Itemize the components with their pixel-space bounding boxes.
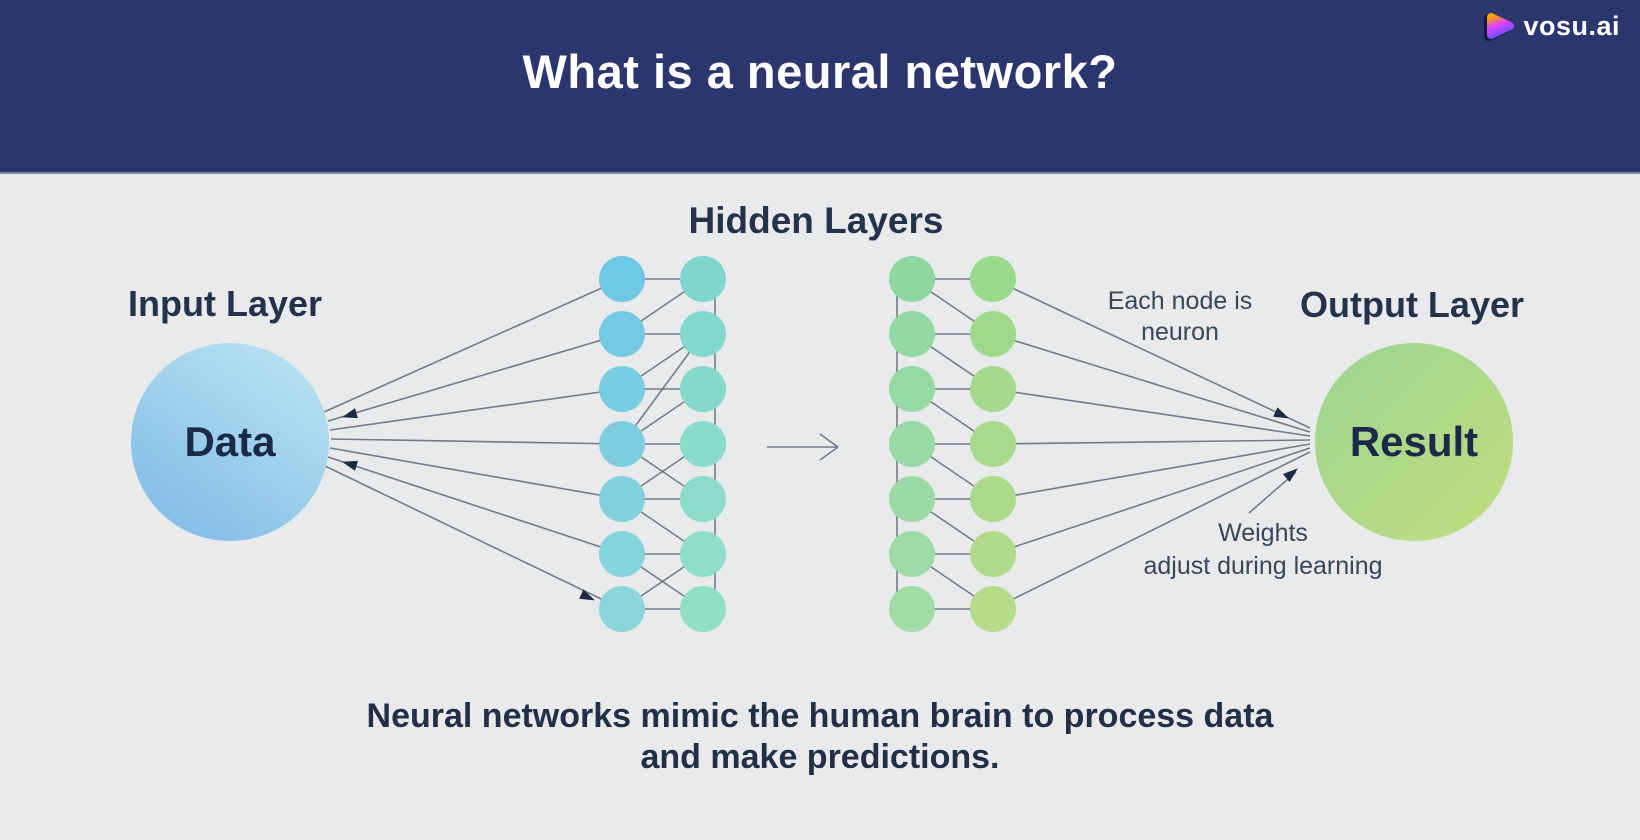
edge-line [819,446,839,461]
edge-line [324,465,623,610]
caption-line2: and make predictions. [640,738,1000,776]
arrowhead-icon [342,460,358,471]
edge-line [327,456,623,555]
hidden-node [889,586,935,632]
hidden-node [970,586,1016,632]
hidden-node [970,366,1016,412]
input-layer-label: Input Layer [127,283,323,324]
edge-line [329,447,623,500]
hidden-node [970,421,1016,467]
edge-line [992,333,1311,433]
edge-line [992,443,1311,500]
brand-logo: vosu.ai [1483,10,1620,42]
annotation-each-node-line2: neuron [1141,318,1219,346]
output-layer-label: Output Layer [1299,284,1524,325]
hidden-node [680,476,726,522]
hidden-node [970,311,1016,357]
caption-line1: Neural networks mimic the human brain to… [366,697,1274,735]
annotation-each-node: Each node is neuron [1040,286,1320,348]
hidden-node [680,256,726,302]
input-node-label: Data [184,418,276,465]
hidden-node [599,476,645,522]
hidden-node [680,586,726,632]
hidden-node [599,256,645,302]
edge-line [330,438,623,445]
edge-line [992,447,1311,555]
hidden-node [889,531,935,577]
hidden-node [599,586,645,632]
hidden-node [970,476,1016,522]
hidden-node [599,366,645,412]
hidden-node [889,256,935,302]
hidden-node [680,421,726,467]
hidden-node [680,311,726,357]
output-node-circle: Result [1315,343,1513,541]
arrowhead-icon [342,408,358,419]
hidden-node [599,421,645,467]
hidden-node [889,476,935,522]
edge-line [992,439,1311,445]
annotation-weights: Weights adjust during learning [1103,517,1423,583]
caption: Neural networks mimic the human brain to… [0,696,1640,778]
edge-line [992,278,1311,429]
page-title: What is a neural network? [522,45,1118,98]
header-bar: What is a neural network? vosu.ai [0,0,1640,174]
edge-line [323,278,623,413]
arrowhead-icon [1282,468,1298,482]
input-node-circle: Data [131,343,329,541]
hidden-node [970,531,1016,577]
arrowhead-icon [579,589,595,601]
hidden-node [889,311,935,357]
hidden-node [970,256,1016,302]
annotation-each-node-line1: Each node is [1107,287,1253,315]
hidden-node [889,366,935,412]
hidden-node [680,531,726,577]
hidden-node [680,366,726,412]
edge-line [819,433,839,448]
annotation-weights-line1: Weights [1218,519,1308,547]
edge-line [992,451,1311,610]
arrowhead-icon [1273,407,1289,419]
edge-line [327,333,623,422]
hidden-layers-label: Hidden Layers [688,200,944,241]
annotation-weights-line2: adjust during learning [1143,552,1383,580]
hidden-node [889,421,935,467]
brand-logo-text: vosu.ai [1523,10,1620,41]
edge-line [992,388,1311,437]
play-logo-icon [1484,13,1515,41]
hidden-node [599,531,645,577]
edge-line [329,388,623,431]
hidden-node [599,311,645,357]
output-node-label: Result [1349,418,1479,465]
